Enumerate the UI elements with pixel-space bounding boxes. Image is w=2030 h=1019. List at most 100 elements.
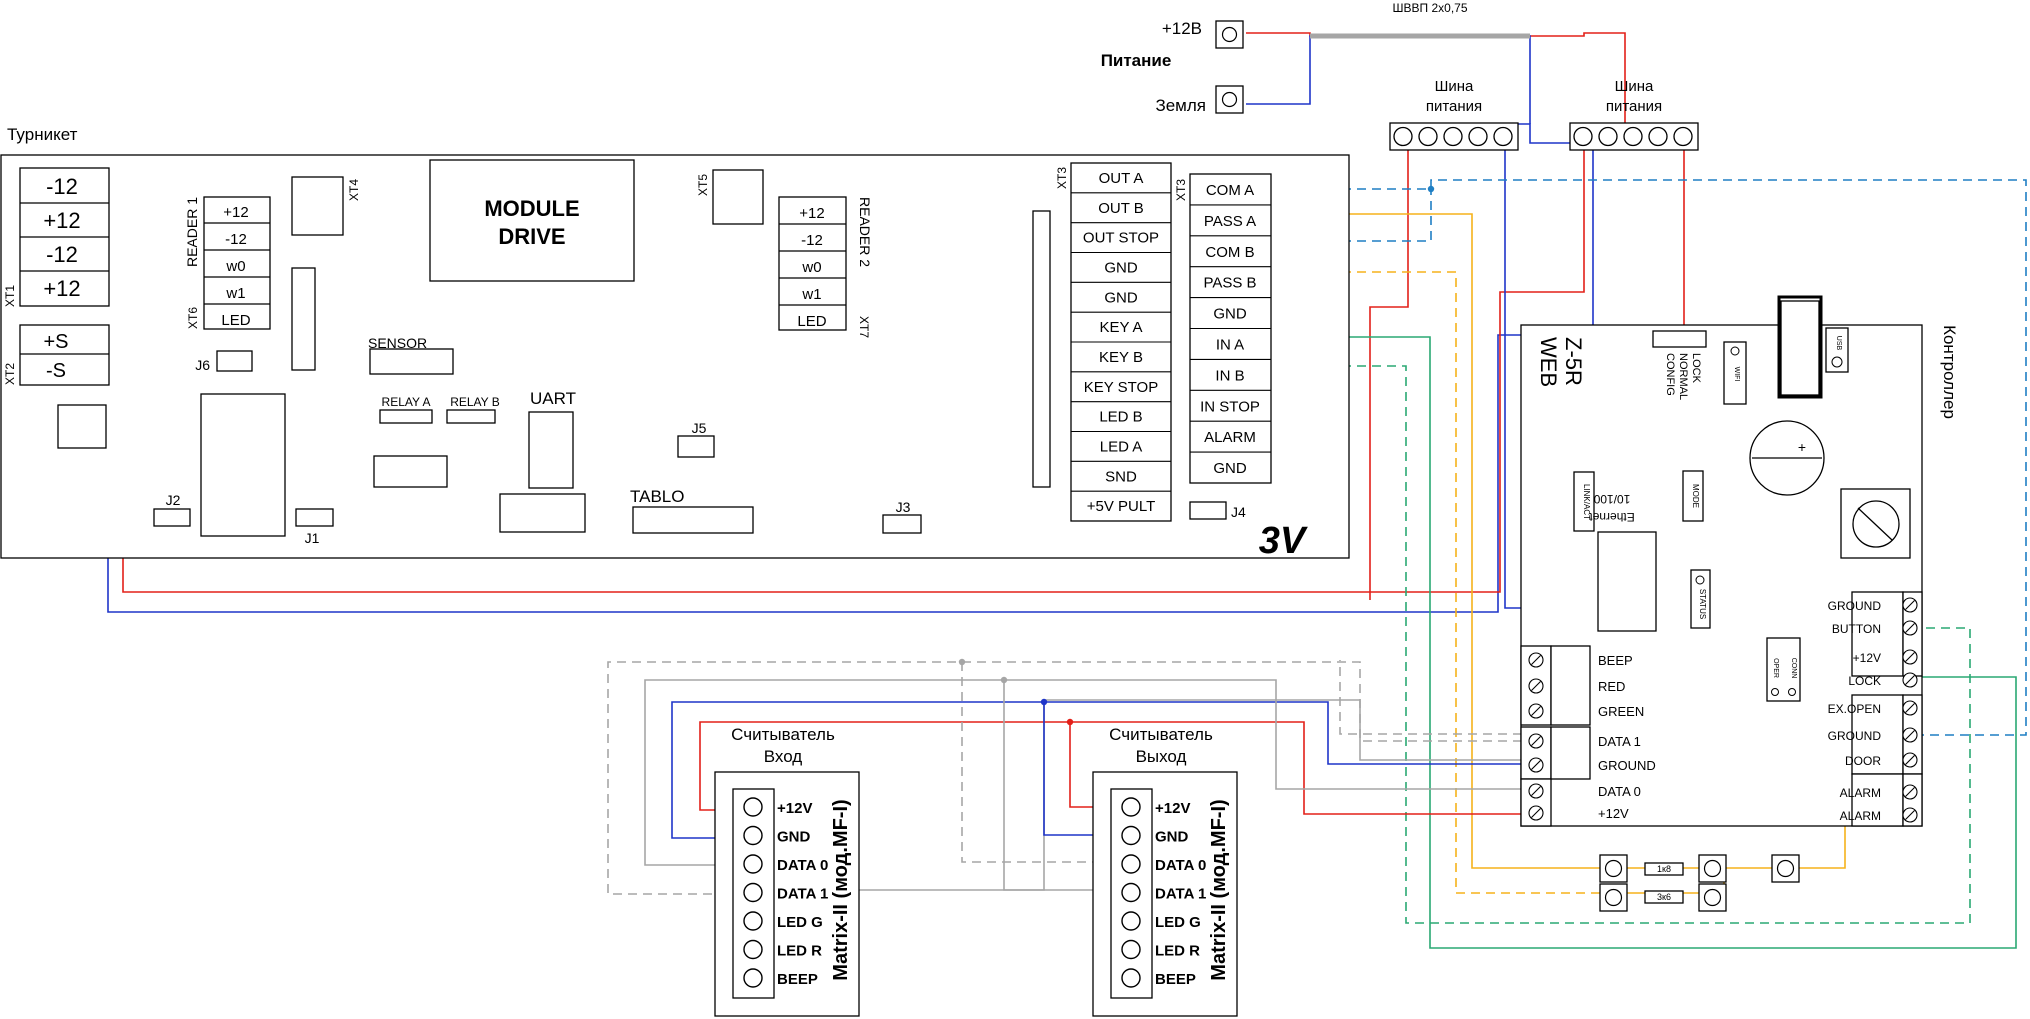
terminal-beep-cover (1550, 645, 1591, 726)
reader1-pin-0: +12 (223, 204, 248, 221)
xt3-right-pin-0: COM A (1206, 182, 1254, 199)
wire-supply-plus12 (1246, 32, 1626, 137)
xt1-pin-3: +12 (43, 276, 80, 301)
wire-data0-reader-in (644, 679, 1537, 866)
wifi-label: WIFI (1733, 367, 1740, 382)
reader2-label: READER 2 (857, 197, 873, 267)
j4-block (1189, 501, 1227, 520)
usb-relay-frame (1777, 295, 1823, 399)
reader-in-pin-hole (743, 968, 763, 988)
j2-label: J2 (166, 492, 181, 508)
bus-hole (1648, 126, 1668, 147)
screw-slot (1905, 810, 1915, 820)
reader-out-pin-2: DATA 0 (1155, 857, 1206, 874)
wire-com-a (1267, 179, 2027, 736)
xt1-pin-2: -12 (46, 242, 78, 267)
xt7-label: XT7 (857, 316, 871, 338)
mode-button (1682, 470, 1704, 522)
xt3-left-pin-10: SND (1105, 468, 1137, 485)
xt3-left-pin-9: LED A (1100, 439, 1143, 456)
xt4-block (291, 176, 344, 236)
xt2-pin-1: -S (46, 360, 66, 382)
xt1-pin-0: -12 (46, 174, 78, 199)
screw-slot (1905, 652, 1915, 662)
wire-in-a (1267, 336, 2017, 949)
mode-label-0: LOCK (1690, 353, 1702, 384)
screw-slot (1905, 623, 1915, 633)
bus-label-line1: Шина (1435, 78, 1474, 95)
mode-switch (1652, 330, 1707, 348)
ethernet-jack (1597, 531, 1657, 632)
power-ground-label: Земля (1155, 96, 1206, 115)
reader-out-pin-4: LED G (1155, 914, 1201, 931)
bus-label-line2: питания (1606, 98, 1662, 115)
xt3-right-pin-5: IN A (1216, 337, 1244, 354)
right-terminal-label-2: +12V (1853, 651, 1881, 665)
screw-slot (1905, 787, 1915, 797)
tablo-label: TABLO (630, 487, 684, 506)
bus-hole (1393, 126, 1413, 147)
xt3-left-label: XT3 (1055, 167, 1069, 189)
reader-out-pin-hole (1121, 882, 1141, 903)
reader1-pin-4: LED (221, 312, 250, 329)
right-terminal-label-0: GROUND (1828, 599, 1882, 613)
reader-in-pin-hole (743, 911, 763, 931)
reader-out-title-line2: Выход (1136, 747, 1187, 766)
component-block (499, 493, 586, 533)
usb-hole (1831, 356, 1843, 368)
right-terminal-label-3: LOCK (1848, 674, 1881, 688)
xt3-right-pin-4: GND (1213, 306, 1247, 323)
reader-in-pin-3: DATA 1 (777, 886, 828, 903)
uart-label: UART (530, 389, 576, 408)
xt3-right-pin-6: IN B (1215, 367, 1244, 384)
junction-dot (1040, 698, 1048, 706)
conn-label: CONN (1790, 658, 1797, 679)
j3-label: J3 (896, 499, 911, 515)
xt1-pin-1: +12 (43, 208, 80, 233)
terminal-hole (1703, 888, 1722, 907)
reader2-pin-4: LED (797, 313, 826, 330)
wire-bus-ground (1504, 140, 1521, 609)
resistor-3k6 (1644, 890, 1684, 904)
oper-led (1771, 688, 1779, 696)
wire-in-b (1267, 365, 1971, 924)
j4-label: J4 (1231, 504, 1246, 520)
xt3-right-pin-9: GND (1213, 460, 1247, 477)
left-terminal-label-4: GROUND (1598, 758, 1656, 773)
connector-strip (1032, 210, 1051, 488)
xt2-block (19, 324, 110, 386)
bus-hole (1493, 126, 1513, 147)
screw-slot (1531, 808, 1541, 818)
relay-a-block (379, 409, 433, 424)
terminal-hole (1776, 859, 1795, 878)
reader2-pin-1: -12 (801, 232, 823, 249)
reader-out-pin-6: BEEP (1155, 971, 1196, 988)
wire-gnd-reader-in (671, 701, 1537, 839)
sensor-label: SENSOR (368, 335, 427, 351)
right-terminal-label-8: ALARM (1840, 809, 1881, 823)
left-terminal-label-5: DATA 0 (1598, 784, 1641, 799)
wire-bus-plus12-a (1369, 140, 1409, 600)
reader1-label: READER 1 (184, 197, 200, 267)
usb-port (1825, 327, 1849, 373)
bus-hole (1673, 126, 1693, 147)
screw-slot (1531, 760, 1541, 770)
wire-data1-in-stub (1339, 660, 1537, 735)
wires-layer (83, 32, 2027, 949)
reader-in-pin-0: +12V (777, 800, 812, 817)
xt3-left-pin-4: GND (1104, 289, 1138, 306)
mode-label: MODE (1691, 484, 1700, 508)
xt3-left-pin-0: OUT A (1099, 170, 1144, 187)
terminal-right-cover-1 (1851, 591, 1904, 677)
xt3-left-pin-5: KEY A (1099, 319, 1142, 336)
xt4-label: XT4 (347, 179, 361, 201)
right-terminal-label-1: BUTTON (1832, 622, 1881, 636)
reader2-pin-2: w0 (801, 259, 821, 276)
screw-slot (1531, 786, 1541, 796)
reader-out-pin-hole (1121, 854, 1141, 874)
resistor-1k8 (1644, 862, 1684, 876)
xt5-block (712, 169, 764, 225)
wire-com-b (1267, 189, 1432, 242)
component-block (200, 393, 286, 537)
link-led (1573, 471, 1595, 532)
